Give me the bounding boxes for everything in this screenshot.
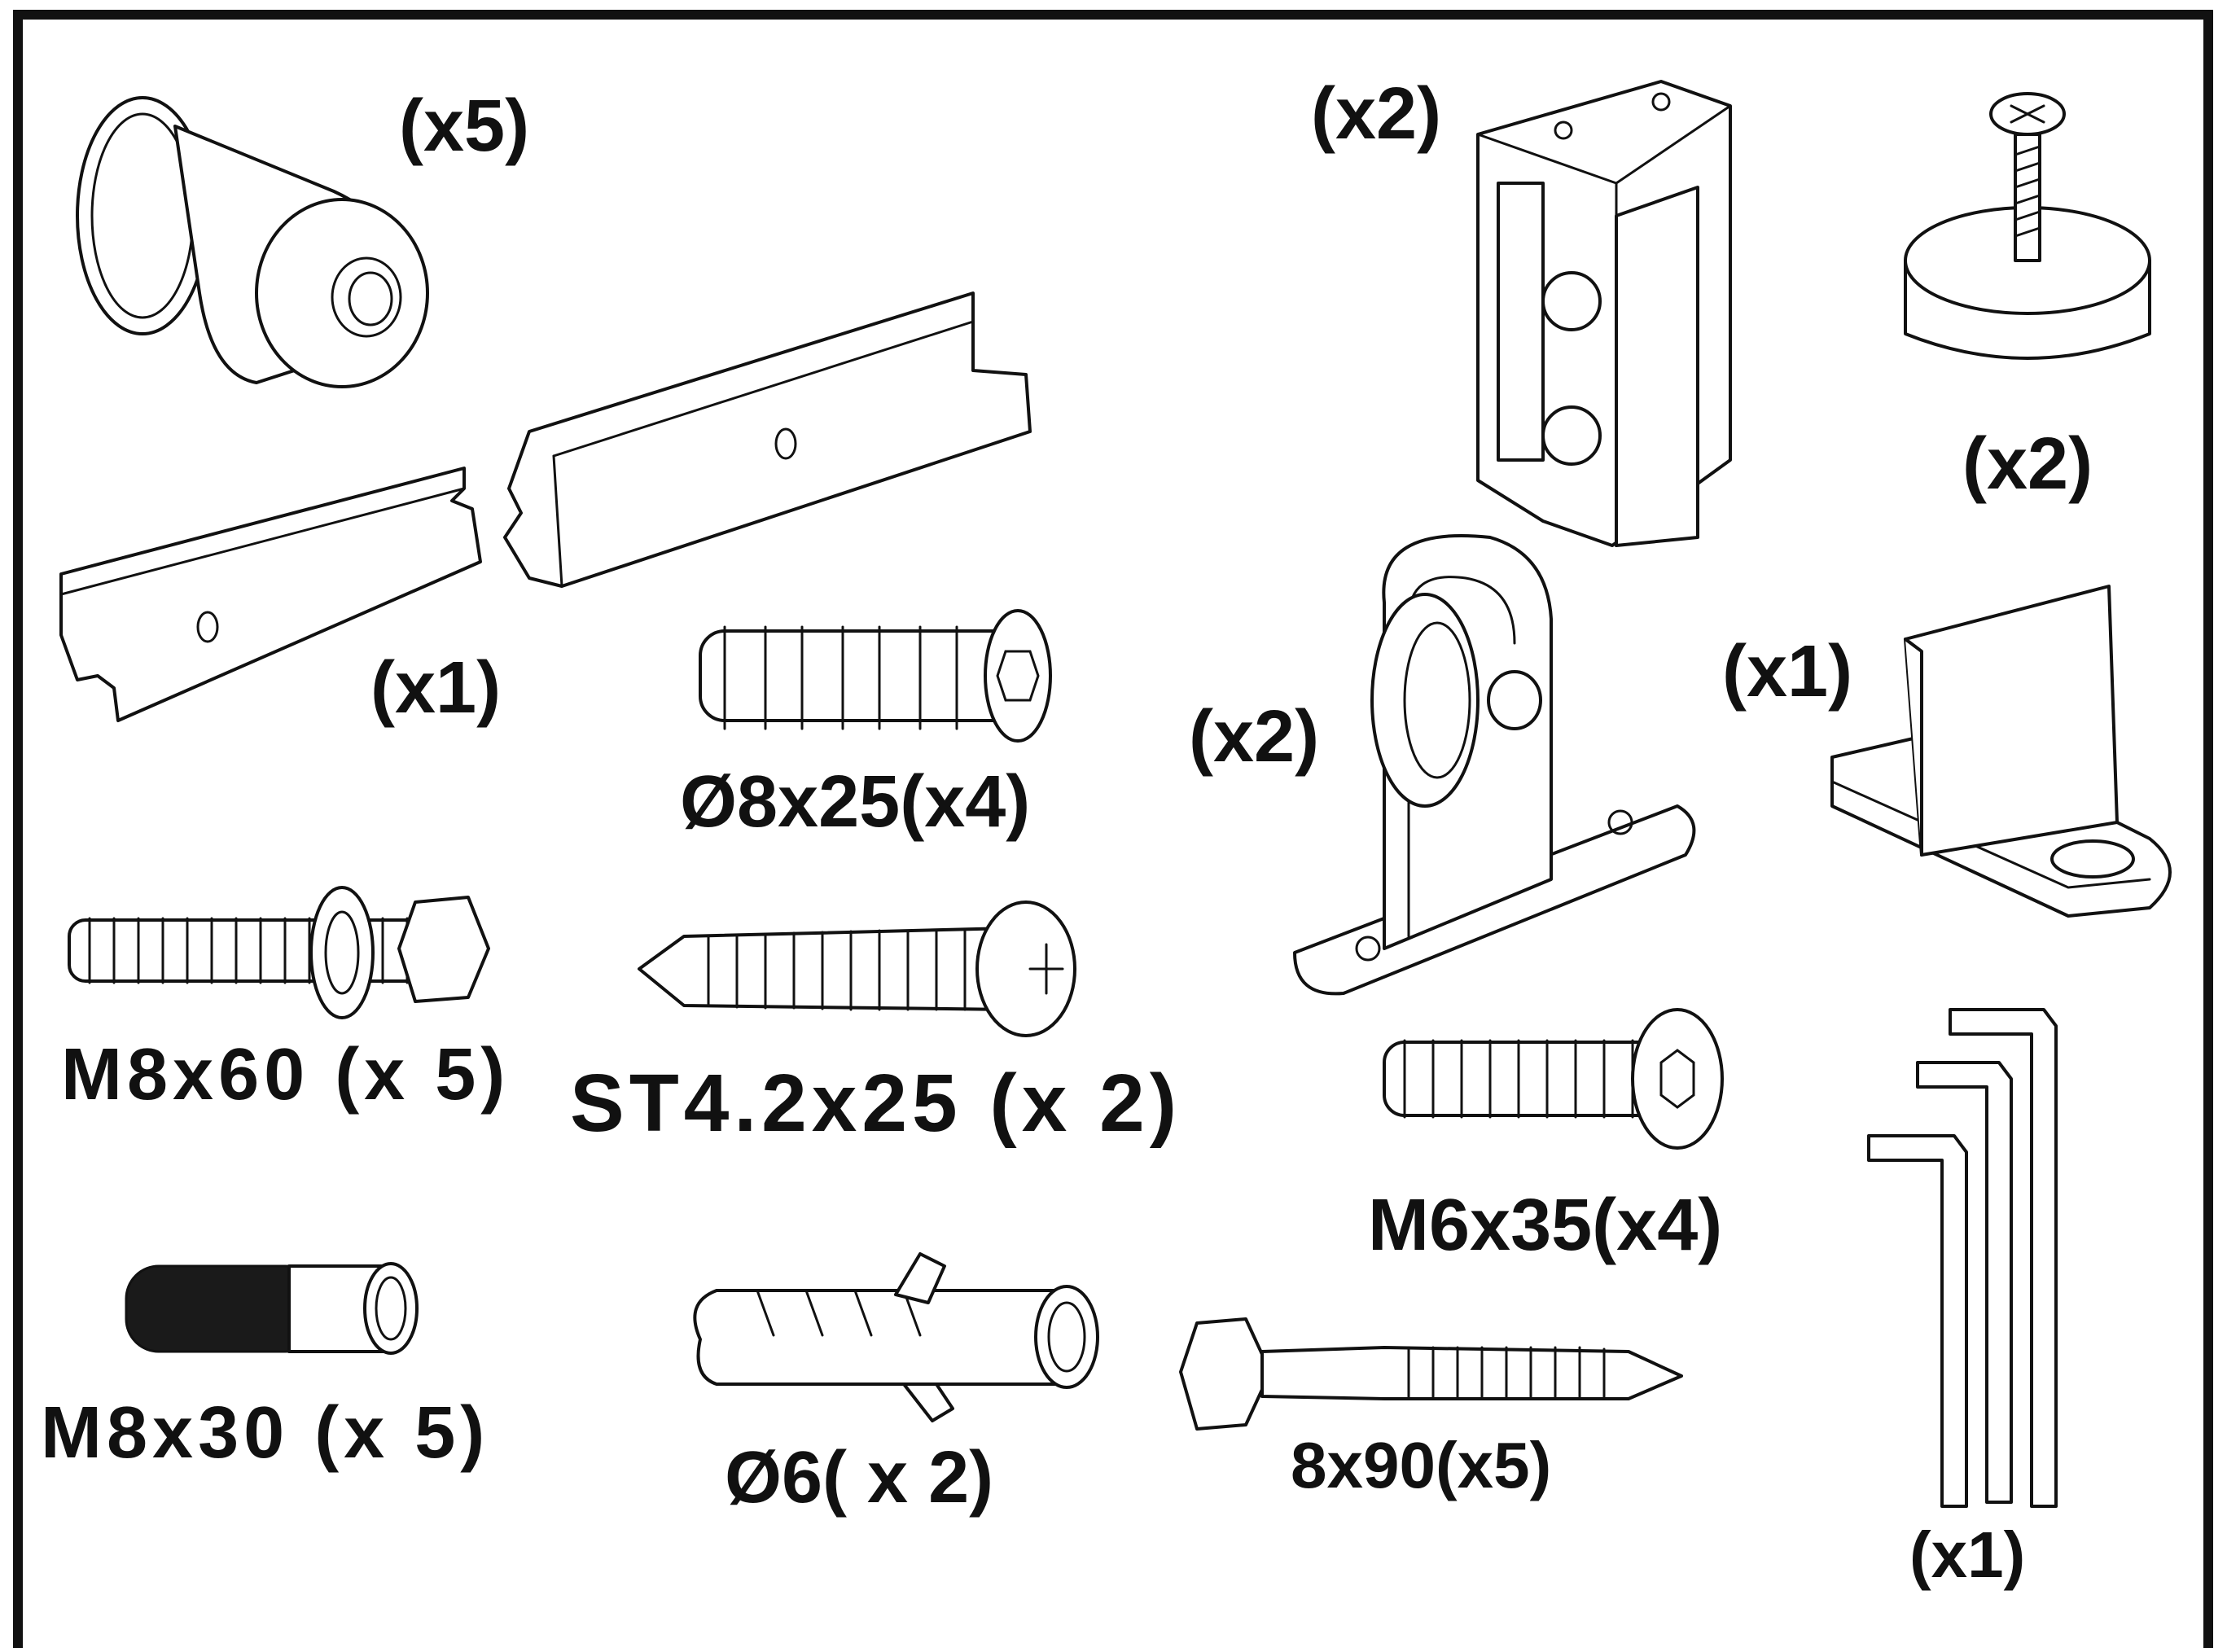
socket-screw-icon — [1383, 1008, 1724, 1150]
m6-screw-label: M6x35(x4) — [1368, 1185, 1723, 1266]
floor-guide-quantity-label: (x1) — [1722, 631, 1853, 712]
cap-quantity-label: (x5) — [399, 85, 530, 167]
knurled-nut-icon — [125, 1262, 419, 1355]
hex-bolt-icon — [68, 886, 490, 1019]
anchor-label: Ø8x25(x4) — [680, 761, 1031, 843]
rail-quantity-label: (x1) — [370, 647, 502, 729]
anchor-insert-icon — [699, 609, 1052, 743]
hex-keys-quantity-label: (x1) — [1909, 1518, 2026, 1591]
rail-icon — [59, 291, 1032, 722]
lag-screw-icon — [1179, 1317, 1683, 1431]
hex-key-set-icon — [1867, 1008, 2058, 1508]
hanger-roller-icon — [1293, 533, 1696, 996]
lag-8x90-label: 8x90(x5) — [1291, 1429, 1552, 1501]
floor-guide-icon — [1830, 585, 2172, 918]
wall-plug-icon — [693, 1252, 1099, 1422]
screw-st42-label: ST4.2x25 (x 2) — [570, 1058, 1182, 1149]
plug-d6-label: Ø6( x 2) — [725, 1437, 994, 1518]
guide-bracket-icon — [1476, 80, 1732, 547]
frame-border — [13, 10, 2213, 1652]
spacer-cap-icon — [76, 96, 429, 388]
door-stopper-icon — [1904, 92, 2151, 360]
hanger-quantity-label: (x2) — [1189, 696, 1320, 778]
nut-m8x30-label: M8x30 (x 5) — [41, 1392, 490, 1474]
guide-quantity-label: (x2) — [1311, 73, 1442, 155]
pan-head-screw-icon — [638, 900, 1076, 1037]
stopper-quantity-label: (x2) — [1962, 423, 2093, 505]
bolt-m8x60-label: M8x60 (x 5) — [61, 1034, 511, 1115]
